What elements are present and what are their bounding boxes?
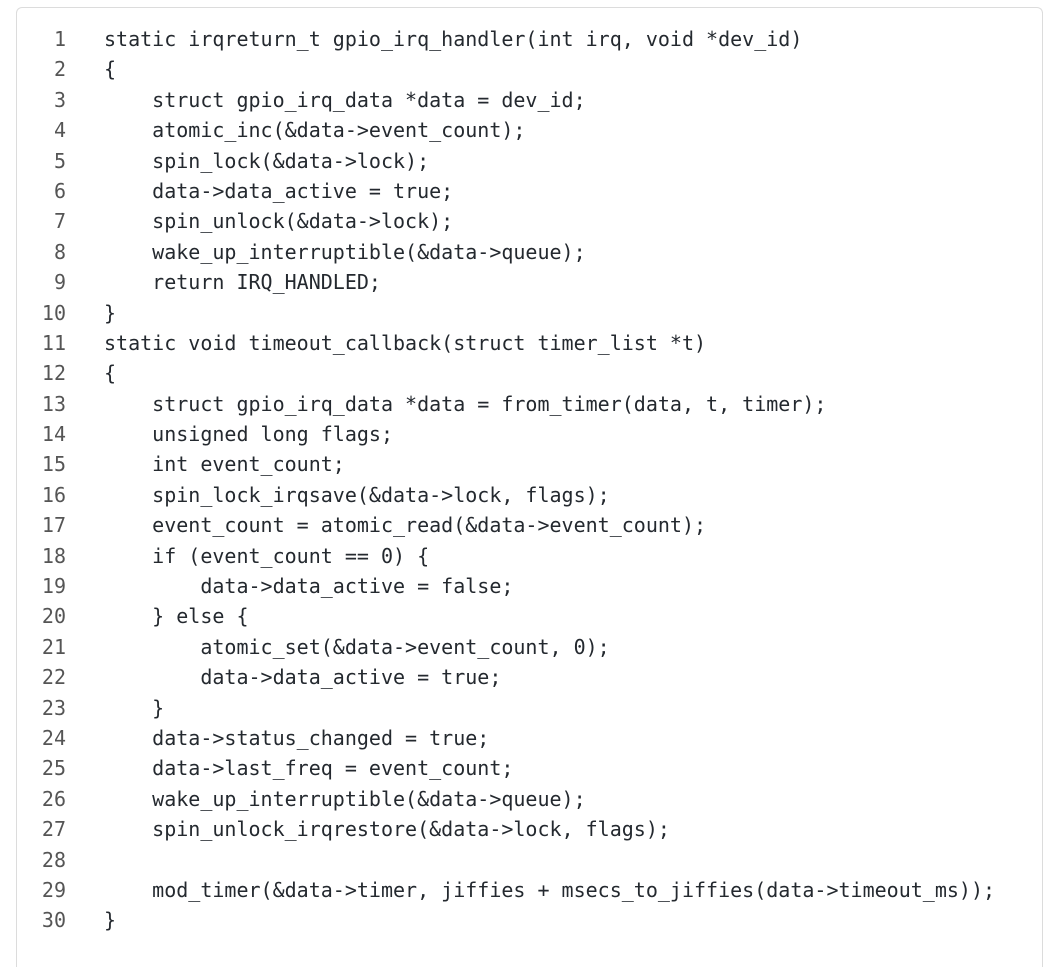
line-number: 25	[41, 756, 66, 781]
line-number: 4	[53, 118, 66, 143]
code-line-12: 12 {	[17, 358, 1042, 388]
code-line-4: 4 atomic_inc(&data->event_count);	[17, 115, 1042, 145]
line-code: data->last_freq = event_count;	[104, 756, 514, 781]
line-code: {	[104, 57, 117, 82]
line-code: return IRQ_HANDLED;	[104, 270, 381, 295]
line-code: }	[104, 908, 117, 933]
line-number: 6	[53, 178, 66, 203]
code-lines: 1 static irqreturn_t gpio_irq_handler(int…	[17, 24, 1042, 936]
line-number: 5	[53, 148, 66, 173]
line-code: struct gpio_irq_data *data = from_timer(…	[104, 391, 827, 416]
line-number: 30	[41, 908, 66, 933]
line-number: 21	[41, 634, 66, 659]
code-line-7: 7 spin_unlock(&data->lock);	[17, 206, 1042, 236]
line-code: struct gpio_irq_data *data = dev_id;	[104, 87, 586, 112]
line-code: mod_timer(&data->timer, jiffies + msecs_…	[104, 877, 996, 902]
code-line-2: 2{	[17, 54, 1042, 84]
line-number: 2	[53, 57, 66, 82]
line-number: 23	[41, 695, 66, 720]
line-number: 7	[53, 209, 66, 234]
line-code: unsigned long flags;	[104, 422, 393, 447]
line-code: atomic_set(&data->event_count, 0);	[104, 634, 610, 659]
line-number: 8	[53, 239, 66, 264]
code-line-23: 23 }	[17, 693, 1042, 723]
code-line-27: 27 spin_unlock_irqrestore(&data->lock, f…	[17, 814, 1042, 844]
code-line-15: 15 int event_count;	[17, 449, 1042, 479]
line-number: 9	[53, 270, 66, 295]
line-number: 11	[41, 330, 66, 355]
line-code: }	[104, 300, 117, 325]
line-code: atomic_inc(&data->event_count);	[104, 118, 526, 143]
line-number: 14	[41, 422, 66, 447]
line-code: static void timeout_callback(struct time…	[104, 330, 707, 355]
line-number: 24	[41, 725, 66, 750]
line-number: 17	[41, 513, 66, 538]
code-line-3: 3 struct gpio_irq_data *data = dev_id;	[17, 85, 1042, 115]
line-number: 15	[41, 452, 66, 477]
code-line-16: 16 spin_lock_irqsave(&data->lock, flags)…	[17, 480, 1042, 510]
code-line-8: 8 wake_up_interruptible(&data->queue);	[17, 237, 1042, 267]
code-line-26: 26 wake_up_interruptible(&data->queue);	[17, 784, 1042, 814]
line-number: 3	[53, 87, 66, 112]
code-line-29: 29 mod_timer(&data->timer, jiffies + mse…	[17, 875, 1042, 905]
code-line-21: 21 atomic_set(&data->event_count, 0);	[17, 632, 1042, 662]
code-line-13: 13 struct gpio_irq_data *data = from_tim…	[17, 389, 1042, 419]
code-line-22: 22 data->data_active = true;	[17, 662, 1042, 692]
line-number: 22	[41, 665, 66, 690]
line-code: spin_unlock(&data->lock);	[104, 209, 454, 234]
code-line-6: 6 data->data_active = true;	[17, 176, 1042, 206]
code-view-panel: 1 static irqreturn_t gpio_irq_handler(int…	[16, 7, 1043, 967]
code-line-5: 5 spin_lock(&data->lock);	[17, 146, 1042, 176]
line-code: wake_up_interruptible(&data->queue);	[104, 239, 586, 264]
code-line-30: 30}	[17, 905, 1042, 935]
line-code: data->status_changed = true;	[104, 725, 490, 750]
line-code: static irqreturn_t gpio_irq_handler(int …	[104, 27, 803, 51]
line-number: 20	[41, 604, 66, 629]
code-line-18: 18 if (event_count == 0) {	[17, 541, 1042, 571]
line-code: }	[104, 695, 165, 720]
code-line-25: 25 data->last_freq = event_count;	[17, 753, 1042, 783]
line-code: wake_up_interruptible(&data->queue);	[104, 786, 586, 811]
line-code: } else {	[104, 604, 249, 629]
code-line-17: 17 event_count = atomic_read(&data->even…	[17, 510, 1042, 540]
code-line-9: 9 return IRQ_HANDLED;	[17, 267, 1042, 297]
line-number: 1	[53, 27, 66, 51]
code-line-1: 1 static irqreturn_t gpio_irq_handler(int…	[17, 24, 1042, 54]
code-line-10: 10}	[17, 298, 1042, 328]
line-number: 29	[41, 877, 66, 902]
code-line-19: 19 data->data_active = false;	[17, 571, 1042, 601]
code-line-24: 24 data->status_changed = true;	[17, 723, 1042, 753]
line-number: 28	[41, 847, 66, 872]
line-code: if (event_count == 0) {	[104, 543, 430, 568]
line-code: data->data_active = false;	[104, 574, 514, 599]
line-code: {	[104, 361, 117, 386]
line-number: 16	[41, 482, 66, 507]
line-code: spin_unlock_irqrestore(&data->lock, flag…	[104, 817, 670, 842]
code-line-14: 14 unsigned long flags;	[17, 419, 1042, 449]
line-number: 26	[41, 786, 66, 811]
line-number: 18	[41, 543, 66, 568]
line-number: 13	[41, 391, 66, 416]
line-number: 27	[41, 817, 66, 842]
line-number: 19	[41, 574, 66, 599]
line-code: data->data_active = true;	[104, 178, 454, 203]
code-line-20: 20 } else {	[17, 601, 1042, 631]
line-code: data->data_active = true;	[104, 665, 502, 690]
line-code: spin_lock(&data->lock);	[104, 148, 430, 173]
line-code: int event_count;	[104, 452, 345, 477]
line-code: event_count = atomic_read(&data->event_c…	[104, 513, 707, 538]
line-number: 10	[41, 300, 66, 325]
code-line-11: 11 static void timeout_callback(struct ti…	[17, 328, 1042, 358]
code-line-28: 28	[17, 845, 1042, 875]
line-code: spin_lock_irqsave(&data->lock, flags);	[104, 482, 610, 507]
line-number: 12	[41, 361, 66, 386]
